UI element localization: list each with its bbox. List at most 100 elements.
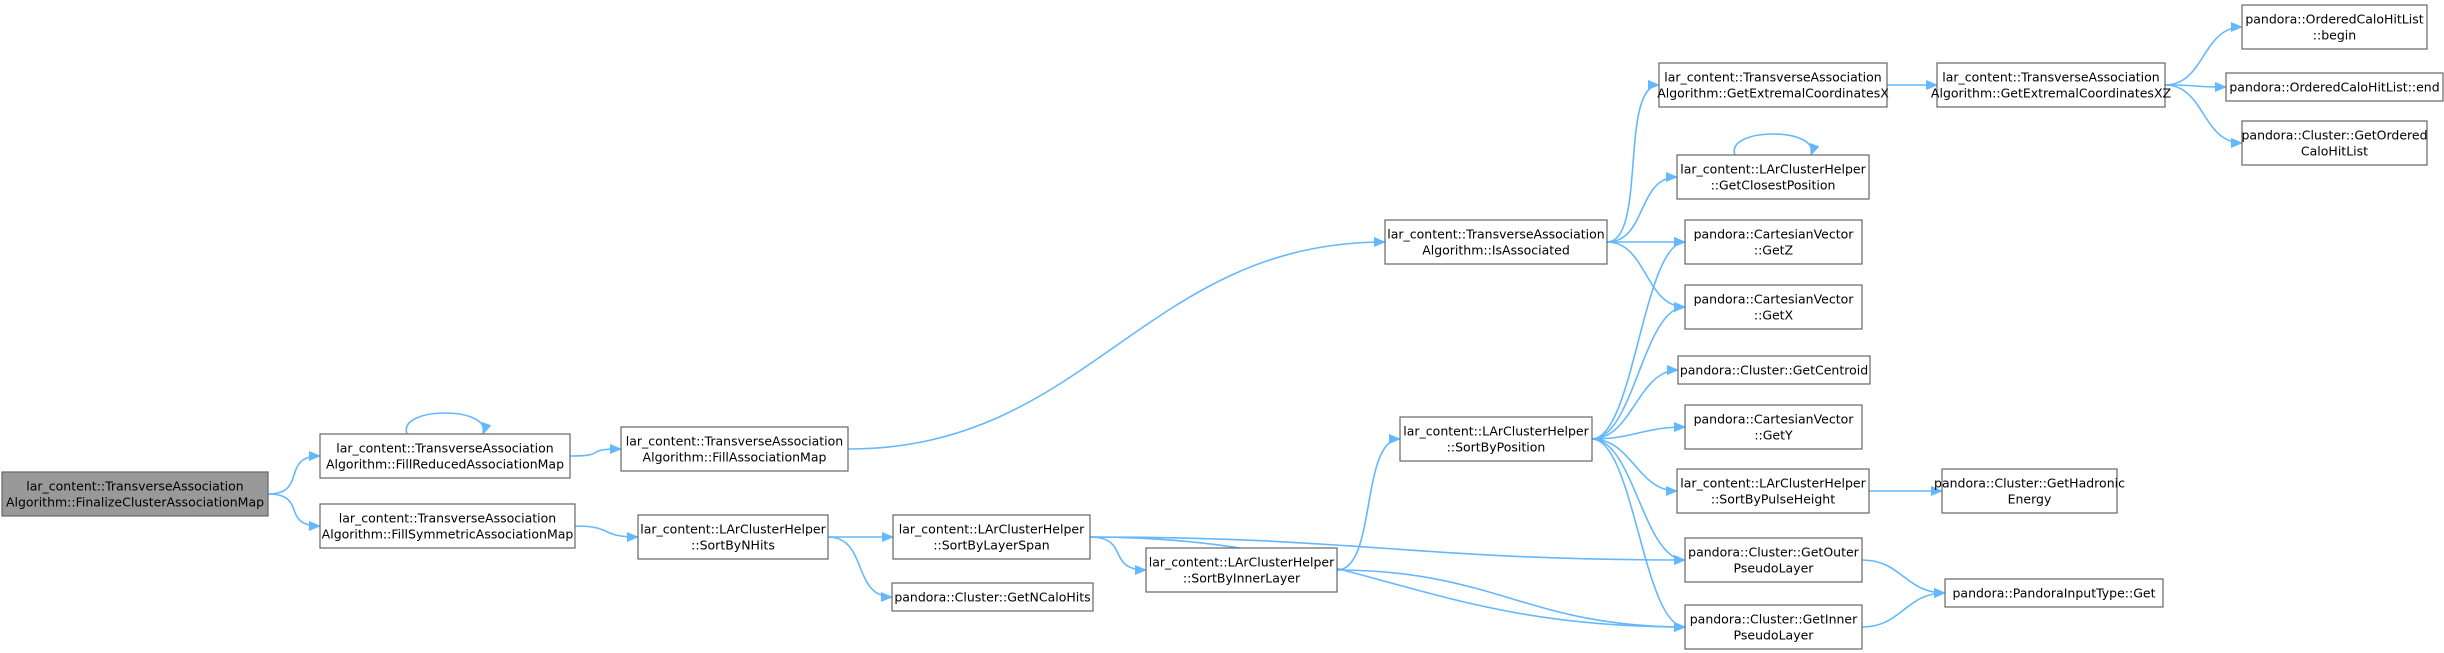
- edge-sort-by-nhits-to-get-ncalo-hits: [827, 536, 893, 602]
- edge-is-associated-to-get-closest-position: [1606, 172, 1678, 243]
- node-box: [1941, 468, 2118, 514]
- node-box: [1944, 578, 2164, 608]
- node-sort-by-pulse-height[interactable]: lar_content::LArClusterHelper::SortByPul…: [1676, 468, 1870, 514]
- node-get-extremal-x[interactable]: lar_content::TransverseAssociationAlgori…: [1657, 62, 1889, 108]
- node-label-line: lar_content::TransverseAssociation: [1664, 70, 1881, 85]
- node-label-line: pandora::Cluster::GetInner: [1690, 612, 1858, 627]
- node-input-type-get[interactable]: pandora::PandoraInputType::Get: [1944, 578, 2164, 608]
- node-get-x[interactable]: pandora::CartesianVector::GetX: [1684, 284, 1863, 330]
- node-label-line: lar_content::TransverseAssociation: [336, 441, 553, 456]
- node-box: [2241, 4, 2428, 50]
- node-get-z[interactable]: pandora::CartesianVector::GetZ: [1684, 219, 1863, 265]
- edge-sort-by-position-to-get-z: [1591, 237, 1686, 440]
- node-label-line: ::SortByPosition: [1447, 440, 1546, 455]
- edge-get-closest-position-recursive: [1733, 133, 1820, 156]
- node-sort-by-nhits[interactable]: lar_content::LArClusterHelper::SortByNHi…: [637, 514, 829, 560]
- node-fill-association[interactable]: lar_content::TransverseAssociationAlgori…: [620, 426, 849, 472]
- node-label-line: Energy: [2008, 492, 2052, 507]
- edge-fill-reduced-recursive: [405, 412, 492, 435]
- node-get-centroid[interactable]: pandora::Cluster::GetCentroid: [1677, 355, 1871, 385]
- node-label-line: lar_content::LArClusterHelper: [1680, 162, 1866, 177]
- node-box: [1684, 284, 1863, 330]
- node-label-line: CaloHitList: [2301, 144, 2368, 159]
- node-label-line: ::SortByInnerLayer: [1183, 571, 1301, 586]
- node-layer: lar_content::TransverseAssociationAlgori…: [1, 4, 2444, 650]
- edge-sort-by-inner-layer-to-sort-by-position: [1336, 434, 1401, 571]
- node-box: [1676, 154, 1870, 200]
- node-label-line: lar_content::TransverseAssociation: [626, 434, 843, 449]
- node-box: [1676, 468, 1870, 514]
- node-get-extremal-xz[interactable]: lar_content::TransverseAssociationAlgori…: [1931, 62, 2171, 108]
- edge-fill-reduced-to-fill-association: [569, 444, 622, 457]
- node-box: [1658, 62, 1888, 108]
- edge-sort-by-position-to-get-inner-pseudo-layer: [1591, 438, 1686, 632]
- node-label-line: ::GetZ: [1754, 243, 1793, 258]
- node-box: [620, 426, 849, 472]
- edge-finalize-to-fill-reduced: [267, 451, 321, 495]
- node-hit-list-begin[interactable]: pandora::OrderedCaloHitList::begin: [2241, 4, 2428, 50]
- node-label-line: pandora::Cluster::GetOuter: [1688, 545, 1860, 560]
- node-label-line: lar_content::LArClusterHelper: [640, 522, 826, 537]
- node-label-line: Algorithm::IsAssociated: [1422, 243, 1570, 258]
- node-box: [1936, 62, 2166, 108]
- node-get-y[interactable]: pandora::CartesianVector::GetY: [1684, 404, 1863, 450]
- node-box: [1684, 537, 1863, 583]
- node-box: [1, 471, 269, 517]
- node-label-line: Algorithm::GetExtremalCoordinatesX: [1657, 86, 1889, 101]
- node-label-line: Algorithm::GetExtremalCoordinatesXZ: [1931, 86, 2171, 101]
- node-label-line: pandora::PandoraInputType::Get: [1952, 586, 2155, 601]
- node-label-line: ::begin: [2313, 28, 2356, 43]
- node-box: [319, 503, 576, 549]
- node-box: [2241, 120, 2428, 166]
- node-label-line: PseudoLayer: [1734, 561, 1815, 576]
- node-get-closest-position[interactable]: lar_content::LArClusterHelper::GetCloses…: [1676, 154, 1870, 200]
- node-label-line: Algorithm::FillAssociationMap: [643, 450, 827, 465]
- node-label-line: ::GetX: [1754, 308, 1794, 323]
- node-label-line: lar_content::TransverseAssociation: [1942, 70, 2159, 85]
- node-sort-by-inner-layer[interactable]: lar_content::LArClusterHelper::SortByInn…: [1145, 547, 1338, 593]
- edge-get-extremal-xz-to-hit-list-end: [2164, 81, 2227, 92]
- edge-sort-by-layer-span-to-sort-by-inner-layer: [1089, 536, 1147, 575]
- node-box: [2225, 72, 2444, 102]
- node-label-line: lar_content::LArClusterHelper: [1680, 476, 1866, 491]
- node-label-line: lar_content::LArClusterHelper: [1403, 424, 1589, 439]
- node-label-line: ::SortByNHits: [691, 538, 775, 553]
- node-label-line: pandora::OrderedCaloHitList: [2245, 12, 2423, 27]
- node-hit-list-end[interactable]: pandora::OrderedCaloHitList::end: [2225, 72, 2444, 102]
- node-label-line: ::GetClosestPosition: [1711, 178, 1836, 193]
- node-label-line: lar_content::TransverseAssociation: [26, 479, 243, 494]
- node-label-line: Algorithm::FillReducedAssociationMap: [326, 457, 564, 472]
- node-sort-by-layer-span[interactable]: lar_content::LArClusterHelper::SortByLay…: [892, 514, 1091, 560]
- node-label-line: pandora::Cluster::GetCentroid: [1680, 363, 1868, 378]
- node-get-ncalo-hits[interactable]: pandora::Cluster::GetNCaloHits: [891, 582, 1094, 612]
- node-label-line: ::SortByPulseHeight: [1711, 492, 1835, 507]
- node-fill-reduced[interactable]: lar_content::TransverseAssociationAlgori…: [319, 433, 571, 479]
- node-label-line: lar_content::LArClusterHelper: [899, 522, 1085, 537]
- node-box: [891, 582, 1094, 612]
- node-fill-symmetric[interactable]: lar_content::TransverseAssociationAlgori…: [319, 503, 576, 549]
- edge-sort-by-position-to-sort-by-pulse-height: [1591, 438, 1678, 496]
- node-box: [1684, 219, 1863, 265]
- node-sort-by-position[interactable]: lar_content::LArClusterHelper::SortByPos…: [1399, 416, 1593, 462]
- node-label-line: Algorithm::FillSymmetricAssociationMap: [322, 527, 574, 542]
- edge-get-extremal-xz-to-hit-list-begin: [2164, 22, 2243, 86]
- node-label-line: lar_content::LArClusterHelper: [1149, 555, 1335, 570]
- node-is-associated[interactable]: lar_content::TransverseAssociationAlgori…: [1384, 219, 1608, 265]
- edge-fill-association-to-is-associated: [847, 237, 1386, 450]
- node-label-line: pandora::Cluster::GetOrdered: [2241, 128, 2427, 143]
- edge-sort-by-layer-span-to-get-inner-pseudo-layer: [1089, 536, 1686, 632]
- node-label-line: lar_content::TransverseAssociation: [339, 511, 556, 526]
- edge-finalize-to-fill-symmetric: [267, 493, 321, 531]
- node-box: [892, 514, 1091, 560]
- edge-sort-by-position-to-get-centroid: [1591, 365, 1679, 440]
- node-label-line: lar_content::TransverseAssociation: [1387, 227, 1604, 242]
- node-box: [1684, 604, 1863, 650]
- node-finalize[interactable]: lar_content::TransverseAssociationAlgori…: [1, 471, 269, 517]
- edge-is-associated-to-get-extremal-x: [1606, 80, 1660, 243]
- node-box: [1399, 416, 1593, 462]
